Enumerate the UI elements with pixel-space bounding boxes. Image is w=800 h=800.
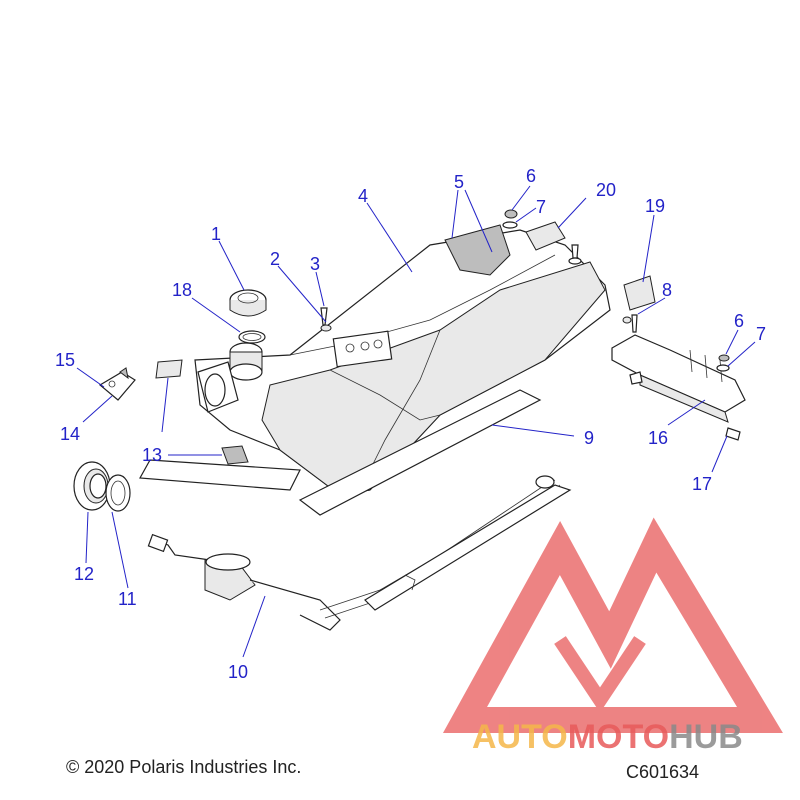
- callout-12: 12: [74, 564, 94, 584]
- callout-16: 16: [648, 428, 668, 448]
- callout-7-right: 7: [756, 324, 766, 344]
- pad-small: [155, 359, 183, 379]
- watermark-logo: [442, 517, 783, 733]
- drawing-number: C601634: [626, 762, 700, 782]
- callout-10: 10: [228, 662, 248, 682]
- callout-19: 19: [645, 196, 665, 216]
- nut-washer-top: [502, 209, 582, 265]
- callout-4: 4: [358, 186, 368, 206]
- callout-numbers: 1 2 3 4 5 6 7 20 19 8 6 7 18 15 14 13 9 …: [55, 166, 766, 682]
- callout-17: 17: [692, 474, 712, 494]
- callout-7-top: 7: [536, 197, 546, 217]
- callout-8: 8: [662, 280, 672, 300]
- screw: [320, 307, 332, 332]
- top-pads: [525, 221, 656, 311]
- callout-13: 13: [142, 445, 162, 465]
- callout-15: 15: [55, 350, 75, 370]
- callout-5: 5: [454, 172, 464, 192]
- callout-14: 14: [60, 424, 80, 444]
- clip: [725, 427, 741, 441]
- seal: [105, 474, 131, 512]
- bracket: [98, 367, 136, 401]
- watermark-text: AUTOMOTOHUB: [472, 718, 743, 756]
- lock-ring: [73, 461, 111, 511]
- callout-3: 3: [310, 254, 320, 274]
- fuel-tank: [194, 224, 611, 496]
- callout-11: 11: [118, 589, 137, 609]
- tank-pad: [298, 389, 542, 516]
- mounting-bracket: [611, 334, 746, 423]
- callout-1: 1: [211, 224, 221, 244]
- copyright-text: © 2020 Polaris Industries Inc.: [66, 757, 302, 777]
- o-ring: [238, 330, 266, 344]
- watermark-brand-hub: HUB: [669, 718, 743, 756]
- pins: [622, 314, 638, 333]
- callout-2: 2: [270, 249, 280, 269]
- callout-9: 9: [584, 428, 594, 448]
- callout-6-top: 6: [526, 166, 536, 186]
- fuel-cap: [229, 289, 267, 317]
- watermark-brand-moto: MOTO: [568, 718, 669, 756]
- fuel-pump-assembly: [147, 475, 572, 631]
- leader-lines: [76, 185, 756, 658]
- callout-18: 18: [172, 280, 192, 300]
- watermark-brand-auto: AUTO: [472, 718, 568, 756]
- callout-6-right: 6: [734, 311, 744, 331]
- svg-text:AUTOMOTOHUB: AUTOMOTOHUB: [472, 718, 743, 756]
- callout-20: 20: [596, 180, 616, 200]
- pad-bottom: [139, 445, 301, 491]
